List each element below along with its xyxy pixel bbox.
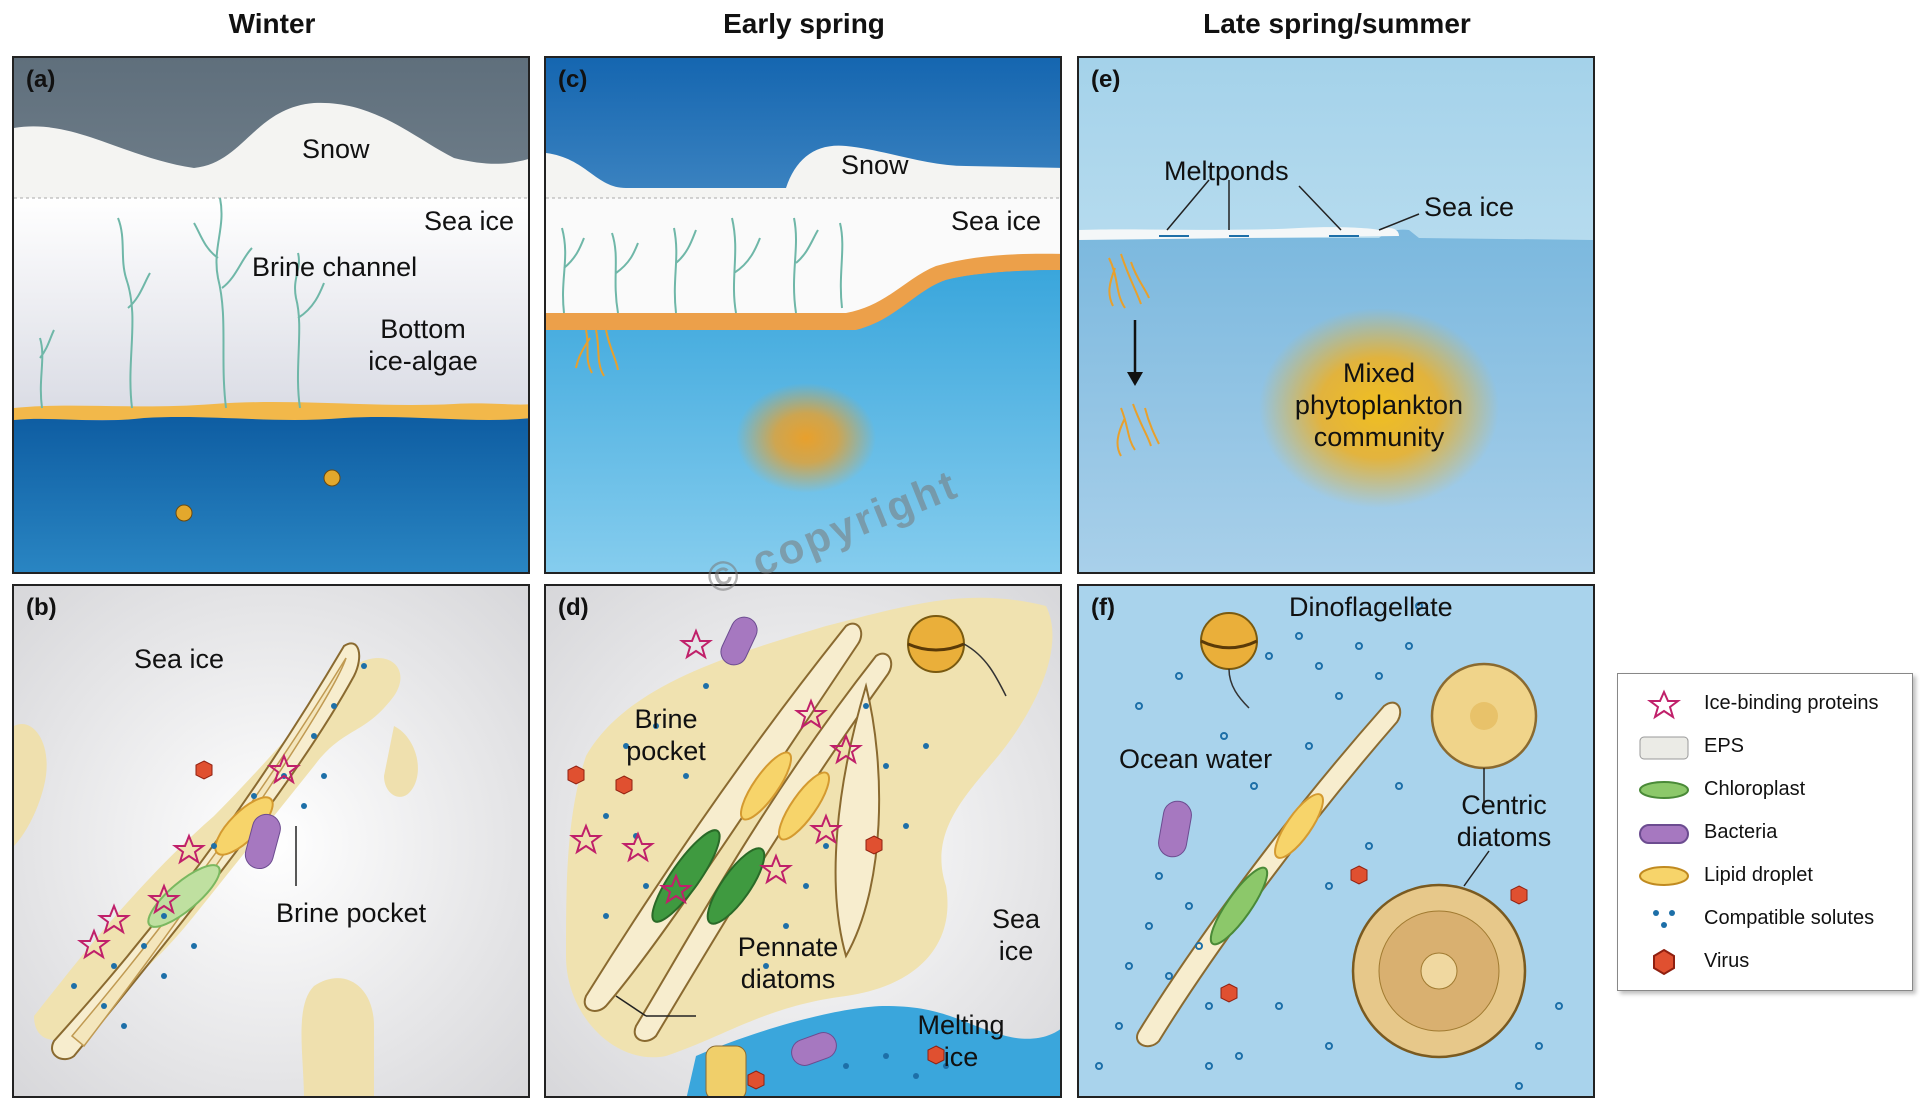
pennate-diatoms-d [583, 622, 893, 1042]
legend-label: Chloroplast [1704, 778, 1806, 800]
legend-item-bacteria: Bacteria [1618, 813, 1912, 853]
panel-e-illustration [1079, 58, 1593, 572]
panel-label-b: (b) [26, 594, 57, 621]
solute-icon [1653, 910, 1675, 928]
label-ocean-water: Ocean water [1119, 744, 1273, 774]
column-title-early-spring: Early spring [723, 8, 885, 39]
centric-diatom-large [1351, 883, 1527, 1059]
pennate-diatom-f [1136, 701, 1402, 1048]
panel-d-illustration [546, 586, 1060, 1096]
dinoflagellate-d [907, 615, 1007, 697]
pennate-diatom-b [51, 642, 361, 1061]
legend-label: Lipid droplet [1704, 864, 1813, 886]
panel-c-illustration [546, 58, 1060, 572]
legend-label: Bacteria [1704, 821, 1778, 843]
column-title-late-spring: Late spring/summer [1203, 8, 1471, 39]
chloroplast-icon [1639, 781, 1689, 799]
label-dinoflagellate: Dinoflagellate [1289, 592, 1453, 622]
panel-f-illustration [1079, 586, 1593, 1096]
panel-label-e: (e) [1091, 66, 1121, 93]
dinoflagellate [1200, 612, 1258, 709]
legend-label: Virus [1704, 950, 1750, 972]
legend-item-chloroplast: Chloroplast [1618, 770, 1912, 810]
legend: Ice-binding proteins EPS Chloroplast Bac… [1617, 673, 1913, 991]
label-meltponds: Meltponds [1164, 156, 1289, 186]
panel-label-c: (c) [558, 66, 588, 93]
panel-b-winter-brine-pocket: (b) Sea ice Brine pocket [12, 584, 530, 1098]
legend-label: EPS [1704, 735, 1745, 757]
legend-label: Compatible solutes [1704, 907, 1875, 929]
centric-diatom-small [1430, 662, 1538, 770]
panel-label-a: (a) [26, 66, 56, 93]
label-snow: Snow [302, 134, 370, 164]
panel-a-illustration [14, 58, 528, 572]
label-sea-ice: Sea ice [951, 206, 1042, 236]
panel-label-d: (d) [558, 594, 589, 621]
label-brine-pocket: Brine pocket [276, 898, 427, 928]
eps-icon [1639, 736, 1689, 760]
dinoflagellate-small [175, 469, 341, 522]
panel-label-f: (f) [1091, 594, 1115, 621]
legend-item-lipid-droplet: Lipid droplet [1618, 856, 1912, 896]
ice-binding-proteins [77, 753, 301, 960]
label-brine-channel: Brine channel [252, 252, 418, 282]
legend-item-compatible-solutes: Compatible solutes [1618, 899, 1912, 939]
legend-item-eps: EPS [1618, 727, 1912, 767]
label-sea-ice: Sea ice [424, 206, 515, 236]
panel-c-early-spring-ice: (c) Snow Sea ice [544, 56, 1062, 574]
panel-b-illustration [14, 586, 528, 1096]
label-snow: Snow [841, 150, 909, 180]
legend-item-ice-binding-proteins: Ice-binding proteins [1618, 684, 1912, 724]
column-title-winter: Winter [228, 8, 316, 39]
virus [195, 760, 213, 780]
star-icon [1647, 689, 1681, 720]
bacteria [244, 813, 281, 870]
virus-icon [1653, 948, 1675, 976]
label-sea-ice: Sea ice [134, 644, 225, 674]
bacteria-icon [1639, 824, 1689, 844]
label-sea-ice: Sea ice [1424, 192, 1515, 222]
legend-item-virus: Virus [1618, 942, 1912, 982]
legend-label: Ice-binding proteins [1704, 692, 1879, 714]
lipid-icon [1639, 866, 1689, 886]
